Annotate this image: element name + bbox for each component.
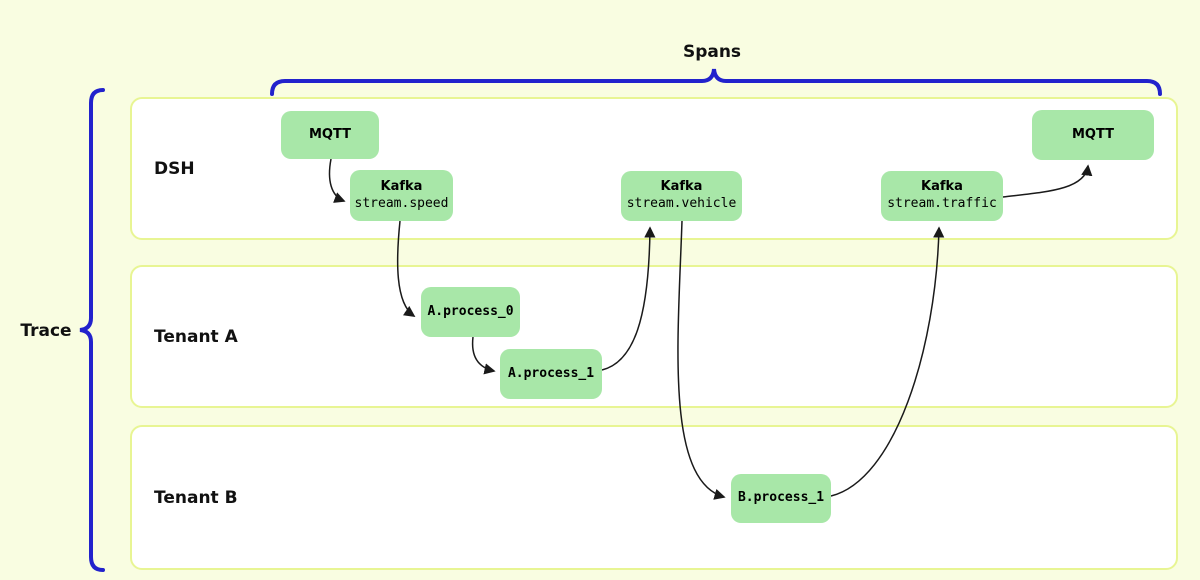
node-mqtt-out-label: MQTT xyxy=(1071,126,1115,142)
node-a-process-1-label: A.process_1 xyxy=(507,365,595,381)
spans-brace xyxy=(270,68,1162,96)
node-a-process-0-label: A.process_0 xyxy=(427,303,514,319)
node-mqtt-out: MQTT xyxy=(1032,110,1154,160)
node-a-process-0: A.process_0 xyxy=(421,287,520,337)
node-kafka-stream-traffic: Kafka stream.traffic xyxy=(881,171,1003,221)
spans-title: Spans xyxy=(682,42,742,62)
node-kafka-stream-speed-topic: stream.speed xyxy=(354,195,449,211)
lane-dsh-label: DSH xyxy=(154,158,195,179)
node-kafka-stream-vehicle: Kafka stream.vehicle xyxy=(621,171,742,221)
node-kafka-stream-vehicle-title: Kafka xyxy=(660,179,703,195)
node-mqtt-in: MQTT xyxy=(281,111,379,159)
node-kafka-stream-traffic-title: Kafka xyxy=(921,179,963,195)
node-b-process-1: B.process_1 xyxy=(731,474,831,523)
lane-tenant-a-label: Tenant A xyxy=(154,326,238,347)
node-mqtt-in-label: MQTT xyxy=(308,126,352,142)
node-kafka-stream-speed: Kafka stream.speed xyxy=(350,170,453,221)
node-a-process-1: A.process_1 xyxy=(500,349,602,399)
trace-brace xyxy=(79,88,105,572)
node-kafka-stream-vehicle-topic: stream.vehicle xyxy=(626,196,737,211)
node-b-process-1-label: B.process_1 xyxy=(737,490,825,506)
trace-title: Trace xyxy=(20,321,72,341)
node-kafka-stream-traffic-topic: stream.traffic xyxy=(887,196,997,211)
lane-tenant-b: Tenant B xyxy=(130,425,1178,570)
node-kafka-stream-speed-title: Kafka xyxy=(380,178,423,194)
lane-tenant-b-label: Tenant B xyxy=(154,487,238,508)
lane-tenant-a: Tenant A xyxy=(130,265,1178,408)
